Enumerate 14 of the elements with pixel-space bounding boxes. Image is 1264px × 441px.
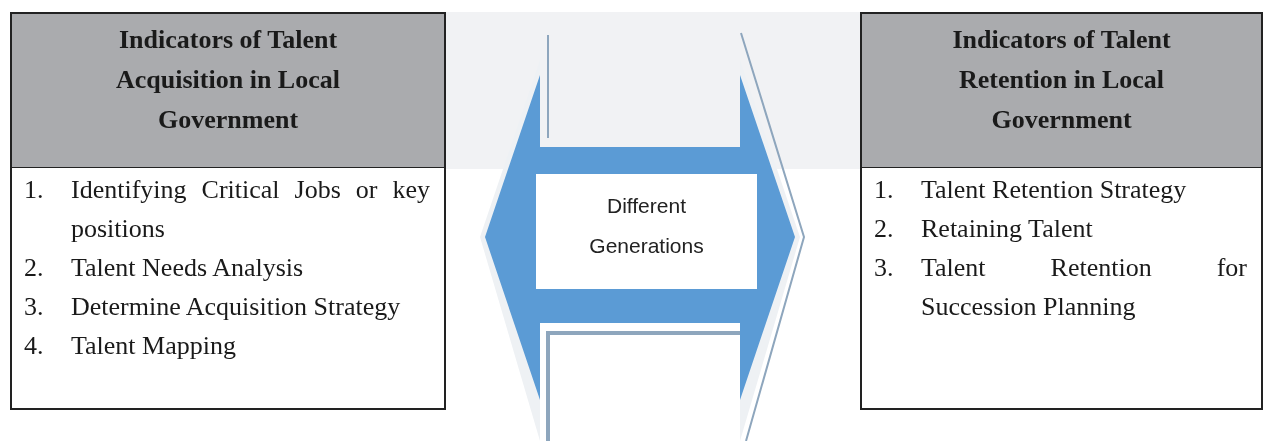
header-box: [860, 12, 1263, 169]
header-text: Indicators of Talent Acquisition in Local Government: [115, 24, 341, 136]
list-item: 3. Determine Acquisition Strategy: [24, 291, 402, 323]
list-item: 2. Retaining Talent: [874, 213, 1094, 245]
list-item: 1. Talent Retention Strategy: [874, 174, 1188, 206]
header-text: Indicators of Talent Retention in Local Government: [951, 24, 1172, 136]
list-box: [860, 168, 1263, 410]
arrow-label: Different Generations: [588, 193, 705, 259]
list-box: [10, 168, 446, 410]
header-box: [10, 12, 446, 169]
list-item: 4. Talent Mapping: [24, 330, 237, 362]
list-item: 1. Identifying Critical Jobs or key positions: [24, 174, 430, 245]
list-item: 3. Talent Retention for Succession Planning: [874, 252, 1247, 323]
list-item: 2. Talent Needs Analysis: [24, 252, 305, 284]
